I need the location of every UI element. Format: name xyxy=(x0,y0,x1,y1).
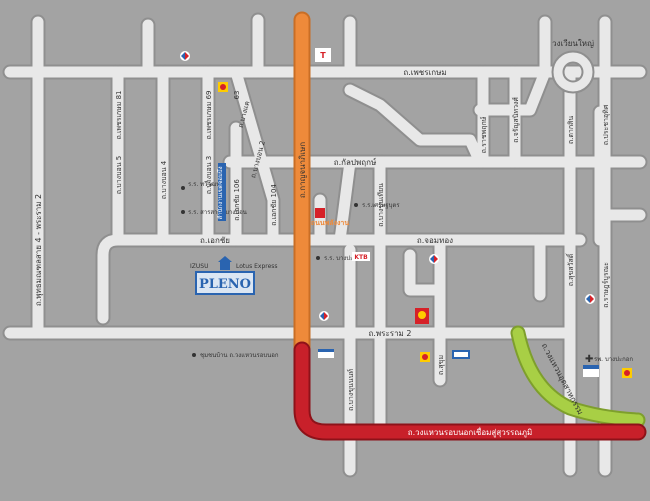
label-suksawat: ถ.สุขสวัสดิ์ xyxy=(565,252,575,286)
svg-text:ร.ร. ทวีวัฒน์: ร.ร. ทวีวัฒน์ xyxy=(188,180,220,188)
carrefour-icon xyxy=(585,294,595,304)
label-bangbon4: ถ.บางบอน 4 xyxy=(160,160,168,199)
label-ratchaphruek: ถ.ราชพฤกษ์ xyxy=(480,116,488,153)
label-izusu: IZUSU xyxy=(190,263,208,270)
svg-text:รพ. บางปะกอก: รพ. บางปะกอก xyxy=(594,356,633,363)
label-outer-ring: ถ.วงแหวนรอบนอกเชื่อมสู่สุวรรณภูมิ xyxy=(408,426,533,438)
label-phetkasem81: ถ.เพชรเกษม 81 xyxy=(115,91,123,140)
lotus-icon xyxy=(452,350,470,359)
hospital-icon: ✚ xyxy=(585,354,593,365)
label-kanlapaphruek: ถ.กัลปพฤกษ์ xyxy=(334,157,377,167)
big-c-icon xyxy=(622,368,632,378)
label-phetkasem69: ถ.เพชรเกษม 69 xyxy=(205,91,213,140)
label-bangbon5: ถ.บางบอน 5 xyxy=(115,156,123,194)
hospital-bangpakok: ✚ รพ. บางปะกอก xyxy=(585,354,633,365)
label-ekachai: ถ.เอกชัย xyxy=(200,236,230,245)
label-road63: 63 xyxy=(233,91,241,100)
school-bangpakok: ร.ร. บางปะกอก xyxy=(316,255,365,262)
makro-icon: KTB xyxy=(352,252,370,261)
pin-icon xyxy=(315,208,325,218)
wongwian-yai-roundabout xyxy=(551,50,595,94)
carrefour-icon xyxy=(319,311,329,321)
road-network xyxy=(2,12,648,478)
big-c-icon xyxy=(420,352,430,362)
carrefour-icon xyxy=(429,254,439,264)
lotus-icon xyxy=(318,349,334,358)
label-thaksin: ถ.ตากสิน xyxy=(567,116,575,144)
label-ratchaburana: ถ.ราษฎร์บูรณะ xyxy=(602,262,610,308)
label-bangkhunthian: ถ.บางขุนเทียน xyxy=(377,183,385,227)
label-bp-fuel: ถนนพลังงาน xyxy=(311,219,349,227)
home-icon xyxy=(218,256,232,270)
label-charansanitwong: ถ.จรัญสนิทวงศ์ xyxy=(512,97,520,143)
label-bangkhunnon: ถ.บางขุนนนท์ xyxy=(347,369,355,411)
svg-text:ร.ร. สารสาสน์บางบอน: ร.ร. สารสาสน์บางบอน xyxy=(188,208,247,216)
pleno-badge: PLENO xyxy=(195,271,255,295)
carrefour-icon xyxy=(180,51,190,61)
shell-icon xyxy=(415,308,429,324)
label-rama2-soi: ถ.สุขุม xyxy=(437,355,445,375)
svg-text:ร.ร. บางปะกอก: ร.ร. บางปะกอก xyxy=(324,255,365,262)
label-chomthong: ถ.จอมทอง xyxy=(417,236,453,245)
school-thawiwat: ร.ร. ทวีวัฒน์ xyxy=(181,180,220,190)
svg-text:PLENO: PLENO xyxy=(199,277,251,292)
svg-text:ร.ร.เศรษฐบุตร: ร.ร.เศรษฐบุตร xyxy=(362,202,400,209)
label-rama2: ถ.พระราม 2 xyxy=(369,329,412,338)
lotus-icon xyxy=(583,365,599,377)
svg-text:ชุมชนบ้าน ถ.วงแหวนรอบนอก: ชุมชนบ้าน ถ.วงแหวนรอบนอก xyxy=(200,352,279,359)
label-ekachai106: ถ.เอกชัย 106 xyxy=(233,179,241,221)
label-bangbon3: ถ.บางบอน 3 xyxy=(205,156,213,194)
label-ekachai104: ถ.เอกชัย 104 xyxy=(270,184,278,226)
school-setthabut: ร.ร.เศรษฐบุตร xyxy=(354,202,400,209)
label-kanchanaphisek: ถ.กาญจนาภิเษก xyxy=(298,142,307,198)
label-prachauthit: ถ.ประชาอุทิศ xyxy=(602,104,610,145)
svg-text:สำนักงานเขตจอมบึง: สำนักงานเขตจอมบึง xyxy=(217,166,224,219)
svg-text:T: T xyxy=(320,51,326,60)
label-lotus: Lotus Express xyxy=(236,263,278,270)
tesco-icon: T xyxy=(315,48,331,62)
sam-phran-place: ชุมชนบ้าน ถ.วงแหวนรอบนอก xyxy=(192,352,279,359)
label-wongwian-yai: วงเวียนใหญ่ xyxy=(552,39,594,48)
svg-text:KTB: KTB xyxy=(354,254,368,261)
big-c-icon xyxy=(218,82,228,92)
district-office: สำนักงานเขตจอมบึง xyxy=(217,163,226,221)
school-sarasas: ร.ร. สารสาสน์บางบอน xyxy=(181,208,247,216)
label-phutthamonthon: ถ.พุทธมณฑลสาย 4 - พระราม 2 xyxy=(34,194,43,306)
label-phetkasem: ถ.เพชรเกษม xyxy=(403,68,446,77)
